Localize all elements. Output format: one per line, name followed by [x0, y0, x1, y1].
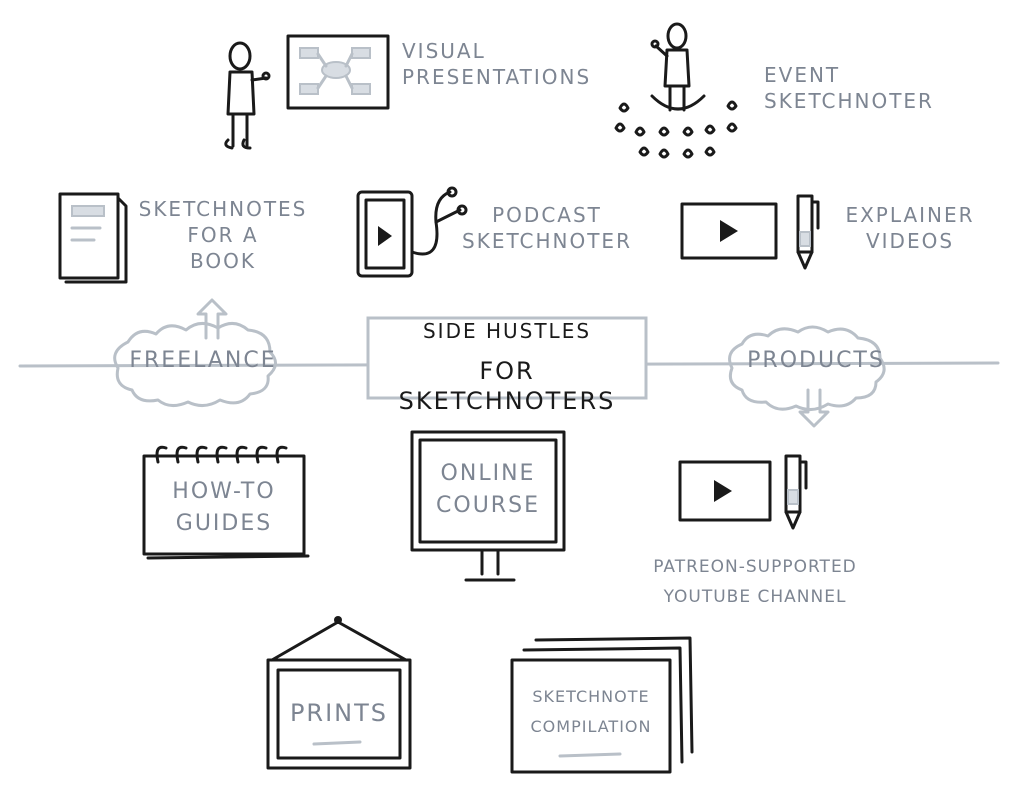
products-label: PRODUCTS: [747, 348, 885, 373]
pages-stack-icon: [510, 636, 694, 774]
freelance-up-arrow: [196, 298, 228, 340]
center-title-line2: FOR SKETCHNOTERS: [398, 357, 616, 415]
products-down-arrow: [798, 388, 830, 428]
products-cloud: [728, 325, 886, 411]
presentation-board: [286, 34, 390, 110]
freelance-label: FREELANCE: [129, 348, 277, 373]
sketchnotes-book-label: SKETCHNOTES FOR A BOOK: [138, 197, 308, 273]
phone-icon: [356, 186, 468, 278]
monitor-icon: [410, 430, 566, 582]
explainer-videos-label: EXPLAINER VIDEOS: [845, 203, 975, 253]
freelance-cloud: [113, 322, 277, 407]
pen-icon: [796, 194, 820, 270]
visual-presentations-label: VISUAL PRESENTATIONS: [402, 39, 592, 89]
podcast-sketchnoter-label: PODCAST SKETCHNOTER: [462, 203, 632, 253]
how-to-guides-label: HOW-TO GUIDES: [172, 479, 276, 536]
notepad-icon: [142, 445, 310, 560]
sketchnote-compilation-label: SKETCHNOTE COMPILATION: [530, 687, 652, 736]
framed-print-icon: [266, 616, 412, 770]
event-figure: [650, 22, 706, 112]
presenter-figure: [224, 41, 271, 150]
prints-label: PRINTS: [289, 699, 389, 727]
patreon-label: PATREON-SUPPORTED YOUTUBE CHANNEL: [653, 557, 857, 607]
online-course-label: ONLINE COURSE: [436, 461, 540, 518]
event-sketchnoter-label: EVENT SKETCHNOTER: [764, 63, 934, 113]
center-box: [366, 316, 648, 400]
audience: [614, 100, 738, 159]
youtube-screen-icon: [678, 460, 772, 522]
book-icon: [58, 192, 128, 284]
video-screen-icon: [680, 202, 778, 260]
center-title-line1: SIDE HUSTLES: [422, 319, 592, 343]
pen-icon-2: [784, 454, 808, 530]
